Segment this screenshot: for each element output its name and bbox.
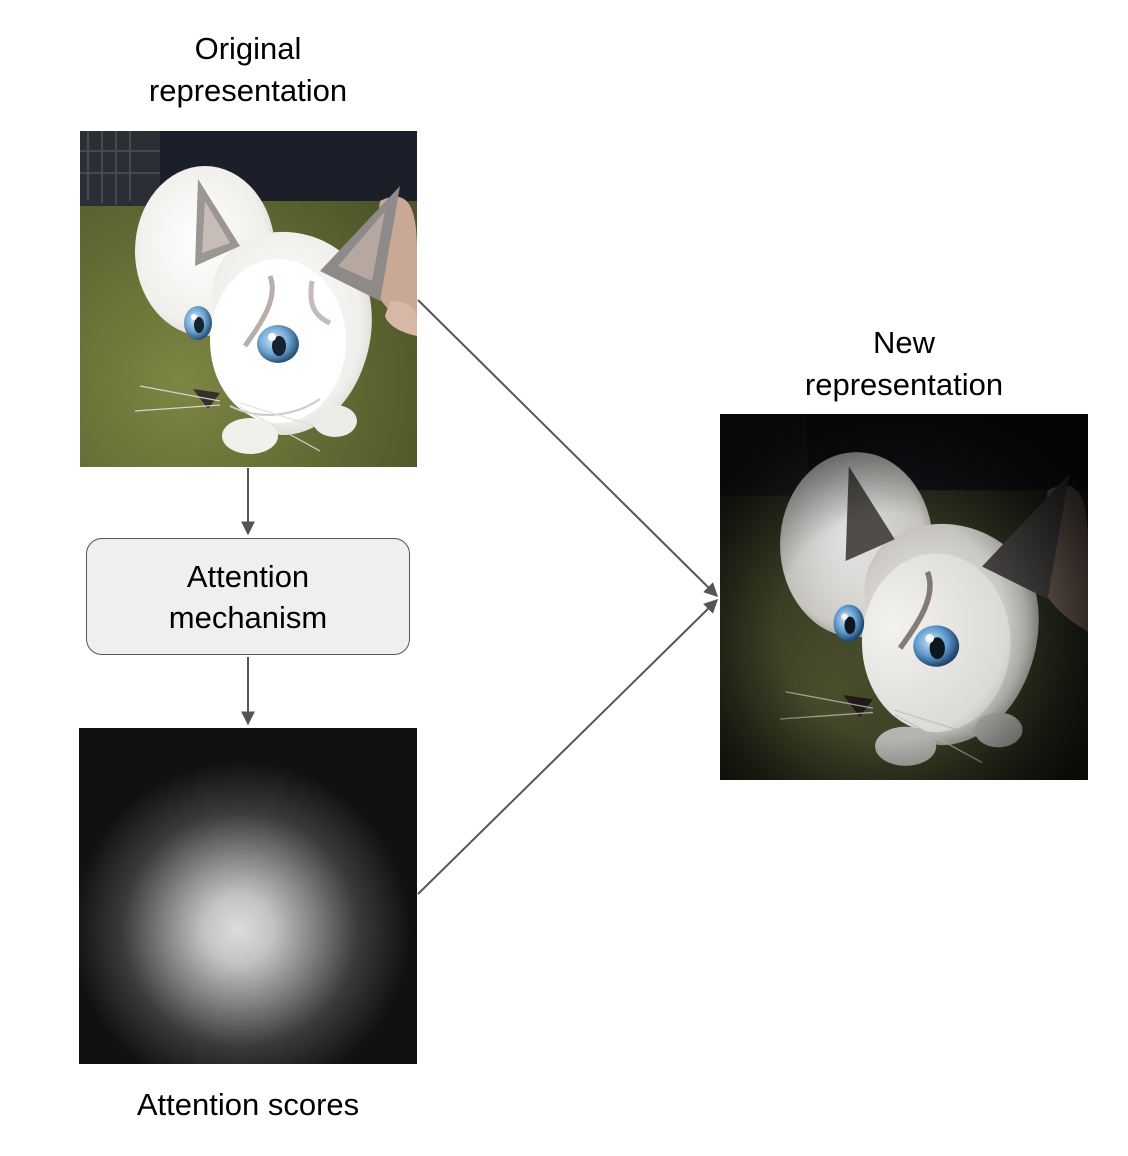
mechanism-line1: Attention [186,558,310,594]
original-label-line1: Original [194,31,302,66]
cat-illustration [80,131,417,467]
heatmap-illustration [79,728,417,1064]
attention-mechanism-box: Attention mechanism [86,538,410,655]
original-cat-image [80,131,417,467]
original-label-line2: representation [148,73,348,108]
cat-illustration-weighted [720,414,1088,780]
new-representation-image [720,414,1088,780]
attention-scores-label: Attention scores [48,1084,448,1126]
arrow-scores-to-new [417,599,718,895]
arrow-original-to-new [417,299,718,597]
new-representation-label: New representation [754,322,1054,406]
original-representation-label: Original representation [98,28,398,112]
scores-label-text: Attention scores [136,1087,360,1122]
new-label-line2: representation [804,367,1004,402]
mechanism-line2: mechanism [168,599,328,635]
attention-scores-heatmap [79,728,417,1064]
new-label-line1: New [872,325,935,360]
